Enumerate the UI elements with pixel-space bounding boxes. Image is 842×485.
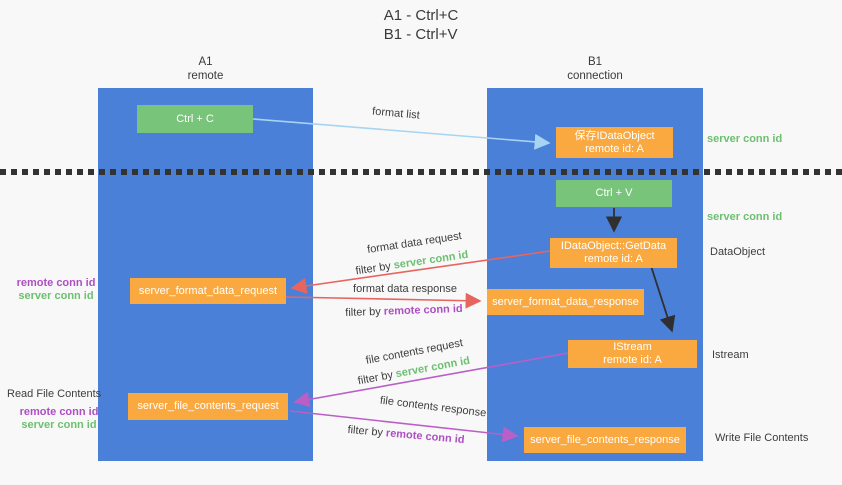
ctrl-c-box: Ctrl + C [137,105,253,133]
lane-header-b1: B1 connection [487,55,703,83]
filter-by-remote-conn-id-label-2: filter by remote conn id [336,423,477,448]
server-file-contents-response-label: server_file_contents_response [530,433,680,446]
title-line-1: A1 - Ctrl+C [383,7,459,24]
lane-b1-role: connection [567,70,623,82]
format-list-label: format list [371,105,421,122]
lane-a1-role: remote [187,70,224,82]
write-file-contents-label: Write File Contents [715,432,809,444]
server-file-contents-request-box: server_file_contents_request [128,393,288,420]
istream-side-label: Istream [712,349,749,361]
server-file-contents-response-box: server_file_contents_response [524,427,686,453]
save-idataobject-box: 保存IDataObject remote id: A [556,127,673,158]
lane-a1-name: A1 [198,56,213,68]
read-file-contents-label: Read File Contents [7,388,102,400]
format-data-response-label: format data response [353,283,457,295]
server-conn-id-left-1: server conn id [18,290,94,302]
filter-by-text: filter by [345,305,385,320]
remote-conn-id-left-1: remote conn id [16,277,96,289]
dataobject-side-label: DataObject [710,246,766,258]
dotted-separator-line [0,169,842,175]
server-file-contents-request-label: server_file_contents_request [137,400,279,412]
ctrl-v-box: Ctrl + V [556,180,672,207]
istream-box: IStream remote id: A [568,340,697,368]
getdata-line2: remote id: A [584,253,643,265]
getdata-line1: IDataObject::GetData [560,240,667,252]
save-idataobject-line2: remote id: A [585,142,644,155]
diagram-title: A1 - Ctrl+C B1 - Ctrl+V [0,6,842,44]
server-format-data-response-box: server_format_data_response [487,289,644,315]
server-conn-id-left-2: server conn id [21,419,97,431]
file-conn-id-group: remote conn id server conn id [0,406,118,432]
filter-by-remote-conn-id-label-1: filter by remote conn id [334,303,474,321]
file-contents-response-label: file contents response [379,394,487,420]
lane-b1-name: B1 [587,56,603,68]
title-line-2: B1 - Ctrl+V [383,26,458,43]
server-conn-id-right-1: server conn id [707,133,783,145]
filter-by-text: filter by [347,423,387,440]
server-conn-id-text: server conn id [392,248,470,272]
format-data-response-arrow [285,292,482,309]
istream-line1: IStream [613,341,652,353]
save-idataobject-line1: 保存IDataObject [574,129,655,142]
ctrl-v-label: Ctrl + V [595,187,633,199]
istream-line2: remote id: A [603,354,662,366]
remote-conn-id-text: remote conn id [385,427,466,447]
lane-header-a1: A1 remote [98,55,313,83]
remote-conn-id-left-2: remote conn id [19,406,99,418]
filter-by-text: filter by [354,259,395,278]
ctrl-c-label: Ctrl + C [176,112,214,125]
format-conn-id-group: remote conn id server conn id [0,277,112,303]
remote-conn-id-text: remote conn id [383,302,463,318]
server-format-data-request-box: server_format_data_request [130,278,286,304]
server-conn-id-right-2: server conn id [707,211,783,223]
filter-by-text: filter by [356,368,397,388]
idataobject-getdata-box: IDataObject::GetData remote id: A [550,238,677,268]
server-format-data-response-label: server_format_data_response [492,295,639,308]
server-format-data-request-label: server_format_data_request [138,284,278,297]
